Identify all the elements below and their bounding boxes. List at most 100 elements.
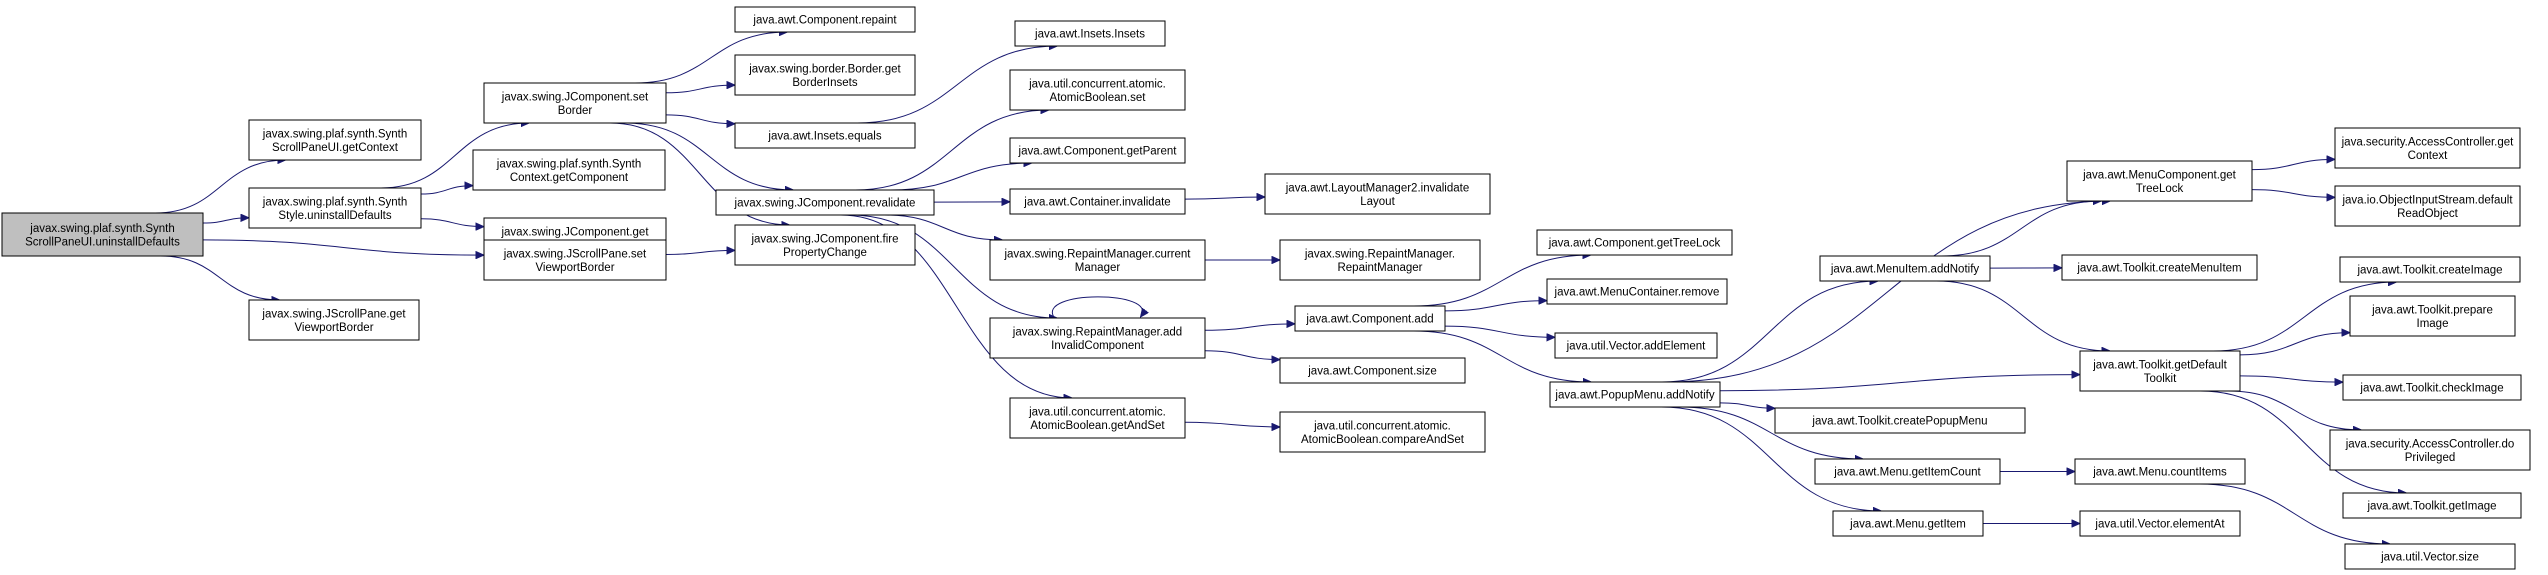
node-label: java.awt.Toolkit.createMenuItem xyxy=(2076,263,2241,275)
node-box xyxy=(1014,20,1166,47)
node-getImage[interactable]: java.awt.Toolkit.getImage xyxy=(2342,492,2522,519)
node-box xyxy=(2339,256,2521,283)
node-box xyxy=(1774,407,2026,434)
node-label: javax.swing.plaf.synth.Synth xyxy=(496,158,641,170)
node-label: java.awt.Insets.equals xyxy=(767,131,881,143)
node-atomicSet[interactable]: java.util.concurrent.atomic.AtomicBoolea… xyxy=(1009,69,1186,111)
node-containerInvalidate[interactable]: java.awt.Container.invalidate xyxy=(1009,188,1186,215)
node-menuItemAddNotify[interactable]: java.awt.MenuItem.addNotify xyxy=(1819,255,1991,282)
node-label: javax.swing.JComponent.set xyxy=(501,91,649,103)
node-box xyxy=(483,82,667,124)
node-getParent[interactable]: java.awt.Component.getParent xyxy=(1009,137,1186,164)
node-box xyxy=(715,189,935,216)
node-getContext[interactable]: javax.swing.plaf.synth.SynthScrollPaneUI… xyxy=(248,119,422,161)
node-box xyxy=(1819,255,1991,282)
node-popupAddNotify[interactable]: java.awt.PopupMenu.addNotify xyxy=(1549,381,1721,408)
node-label: javax.swing.plaf.synth.Synth xyxy=(29,223,174,235)
node-label: java.awt.Toolkit.getDefault xyxy=(2092,359,2227,371)
node-label: Border xyxy=(558,105,593,117)
node-box xyxy=(2329,429,2531,471)
edge-componentAdd-to-vectorAddElement xyxy=(1444,325,1555,337)
node-oisDefaultRead[interactable]: java.io.ObjectInputStream.defaultReadObj… xyxy=(2334,185,2521,227)
node-setViewportBorder[interactable]: javax.swing.JScrollPane.setViewportBorde… xyxy=(483,239,667,281)
node-rmCurrentManager[interactable]: javax.swing.RepaintManager.currentManage… xyxy=(989,239,1206,281)
node-menuGetItemCount[interactable]: java.awt.Menu.getItemCount xyxy=(1814,458,2001,485)
node-vectorSize[interactable]: java.util.Vector.size xyxy=(2344,543,2516,570)
node-countItems[interactable]: java.awt.Menu.countItems xyxy=(2074,458,2246,485)
node-insetsInsets[interactable]: java.awt.Insets.Insets xyxy=(1014,20,1166,47)
node-box xyxy=(2066,160,2253,202)
node-box xyxy=(1264,173,1491,215)
node-label: java.security.AccessController.get xyxy=(2341,136,2515,148)
node-box xyxy=(2344,543,2516,570)
node-label: java.awt.Toolkit.getImage xyxy=(2366,501,2496,513)
node-createMenuItem[interactable]: java.awt.Toolkit.createMenuItem xyxy=(2061,254,2258,281)
node-addInvalidComponent[interactable]: javax.swing.RepaintManager.addInvalidCom… xyxy=(989,317,1206,359)
node-box xyxy=(1294,305,1446,332)
node-componentAdd[interactable]: java.awt.Component.add xyxy=(1294,305,1446,332)
node-checkImage[interactable]: java.awt.Toolkit.checkImage xyxy=(2342,374,2522,401)
node-label: AtomicBoolean.compareAndSet xyxy=(1301,434,1465,446)
node-elementAt[interactable]: java.util.Vector.elementAt xyxy=(2079,510,2241,537)
node-label: javax.swing.RepaintManager.current xyxy=(1003,248,1191,260)
node-box xyxy=(483,239,667,281)
edge-setBorder-to-repaint xyxy=(634,32,788,84)
node-label: ViewportBorder xyxy=(535,262,614,274)
node-box xyxy=(1554,332,1718,359)
edge-setBorder-to-firePropertyChange xyxy=(610,122,790,225)
node-menuContainerRemove[interactable]: java.awt.MenuContainer.remove xyxy=(1546,278,1728,305)
node-box xyxy=(2079,510,2241,537)
edge-insetsEquals-to-insetsInsets xyxy=(857,46,1057,124)
node-styleUninstall[interactable]: javax.swing.plaf.synth.SynthStyle.uninst… xyxy=(248,187,422,229)
node-doPrivileged[interactable]: java.security.AccessController.doPrivile… xyxy=(2329,429,2531,471)
node-label: java.awt.Menu.countItems xyxy=(2092,467,2227,479)
node-box xyxy=(734,54,916,96)
edge-componentAdd-to-popupAddNotify xyxy=(1413,330,1592,382)
node-label: TreeLock xyxy=(2136,183,2184,195)
node-firePropertyChange[interactable]: javax.swing.JComponent.firePropertyChang… xyxy=(734,224,916,266)
node-getTreeLock[interactable]: java.awt.Component.getTreeLock xyxy=(1536,229,1733,256)
edge-styleUninstall-to-ctxGetComponent xyxy=(420,186,473,195)
node-createPopupMenu[interactable]: java.awt.Toolkit.createPopupMenu xyxy=(1774,407,2026,434)
node-rmCtor[interactable]: javax.swing.RepaintManager.RepaintManage… xyxy=(1279,239,1481,281)
node-menuGetItem[interactable]: java.awt.Menu.getItem xyxy=(1832,510,1984,537)
node-box xyxy=(1279,239,1481,281)
node-label: java.awt.Container.invalidate xyxy=(1023,197,1170,209)
edge-getDefaultToolkit-to-checkImage xyxy=(2239,375,2343,382)
node-createImage[interactable]: java.awt.Toolkit.createImage xyxy=(2339,256,2521,283)
node-getViewportBorder[interactable]: javax.swing.JScrollPane.getViewportBorde… xyxy=(248,299,420,341)
node-label: PropertyChange xyxy=(783,247,867,259)
edge-revalidate-to-getAndSet xyxy=(840,214,1072,398)
node-root[interactable]: javax.swing.plaf.synth.SynthScrollPaneUI… xyxy=(1,212,204,257)
node-insetsEquals[interactable]: java.awt.Insets.equals xyxy=(734,122,916,149)
node-componentSize[interactable]: java.awt.Component.size xyxy=(1279,357,1466,384)
node-acGetContext[interactable]: java.security.AccessController.getContex… xyxy=(2334,127,2521,169)
node-getAndSet[interactable]: java.util.concurrent.atomic.AtomicBoolea… xyxy=(1009,397,1186,439)
node-box xyxy=(1814,458,2001,485)
edge-componentAdd-to-menuContainerRemove xyxy=(1444,301,1547,312)
edge-setBorder-to-insetsEquals xyxy=(665,114,735,124)
edge-popupAddNotify-to-getDefaultToolkit xyxy=(1719,375,2080,392)
node-label: InvalidComponent xyxy=(1051,340,1145,352)
node-ctxGetComponent[interactable]: javax.swing.plaf.synth.SynthContext.getC… xyxy=(472,149,666,191)
node-compareAndSet[interactable]: java.util.concurrent.atomic.AtomicBoolea… xyxy=(1279,411,1486,453)
edge-addInvalidComponent-to-componentSize xyxy=(1204,350,1280,360)
nodes-layer: javax.swing.plaf.synth.SynthScrollPaneUI… xyxy=(1,6,2531,570)
node-label: java.util.Vector.addElement xyxy=(1566,341,1707,353)
edge-setBorder-to-borderGetInsets xyxy=(665,85,735,94)
node-label: javax.swing.JComponent.revalidate xyxy=(734,198,916,210)
node-box xyxy=(734,224,916,266)
node-box xyxy=(989,239,1206,281)
node-label: java.awt.Menu.getItem xyxy=(1849,519,1966,531)
node-vectorAddElement[interactable]: java.util.Vector.addElement xyxy=(1554,332,1718,359)
node-revalidate[interactable]: javax.swing.JComponent.revalidate xyxy=(715,189,935,216)
node-label: ScrollPaneUI.uninstallDefaults xyxy=(25,236,180,248)
node-repaint[interactable]: java.awt.Component.repaint xyxy=(734,6,916,33)
node-borderGetInsets[interactable]: javax.swing.border.Border.getBorderInset… xyxy=(734,54,916,96)
node-mcGetTreeLock[interactable]: java.awt.MenuComponent.getTreeLock xyxy=(2066,160,2253,202)
